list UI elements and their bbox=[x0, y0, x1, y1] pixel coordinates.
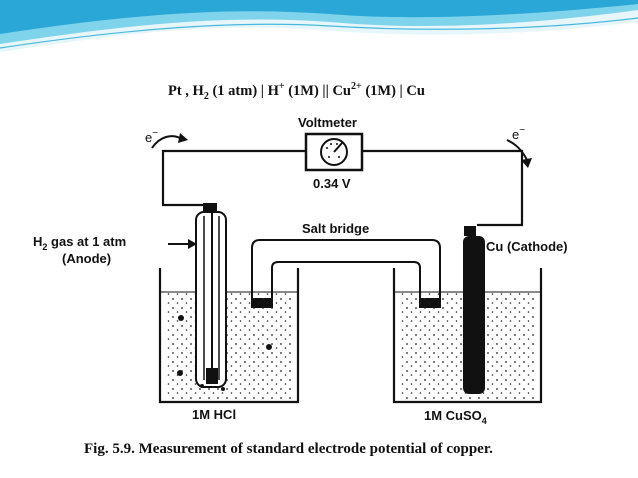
electron-flow-left: e− bbox=[145, 128, 188, 149]
external-wire bbox=[161, 149, 524, 227]
copper-electrode bbox=[463, 226, 485, 394]
svg-text:e−: e− bbox=[145, 128, 158, 145]
right-beaker-label: 1M CuSO4 bbox=[424, 408, 487, 426]
voltmeter-label: Voltmeter bbox=[298, 115, 357, 130]
svg-text:e−: e− bbox=[512, 125, 525, 142]
cell-notation: Pt , H2 (1 atm) | H+ (1M) || Cu2+ (1M) |… bbox=[168, 81, 425, 102]
figure-caption: Fig. 5.9. Measurement of standard electr… bbox=[84, 441, 493, 457]
electron-flow-right: e− bbox=[506, 125, 532, 168]
h2-gas-inlet-arrow bbox=[168, 239, 197, 249]
left-beaker-label: 1M HCl bbox=[192, 407, 236, 422]
salt-bridge bbox=[251, 239, 441, 305]
voltmeter bbox=[304, 132, 364, 172]
voltage-reading: 0.34 V bbox=[313, 176, 351, 191]
left-beaker bbox=[158, 268, 300, 404]
header-wave bbox=[0, 0, 638, 52]
anode-label: H2 gas at 1 atm bbox=[33, 234, 126, 252]
cathode-label: Cu (Cathode) bbox=[486, 239, 568, 254]
hydrogen-electrode bbox=[195, 203, 227, 391]
anode-label-line2: (Anode) bbox=[62, 251, 111, 266]
salt-bridge-label: Salt bridge bbox=[302, 221, 369, 236]
